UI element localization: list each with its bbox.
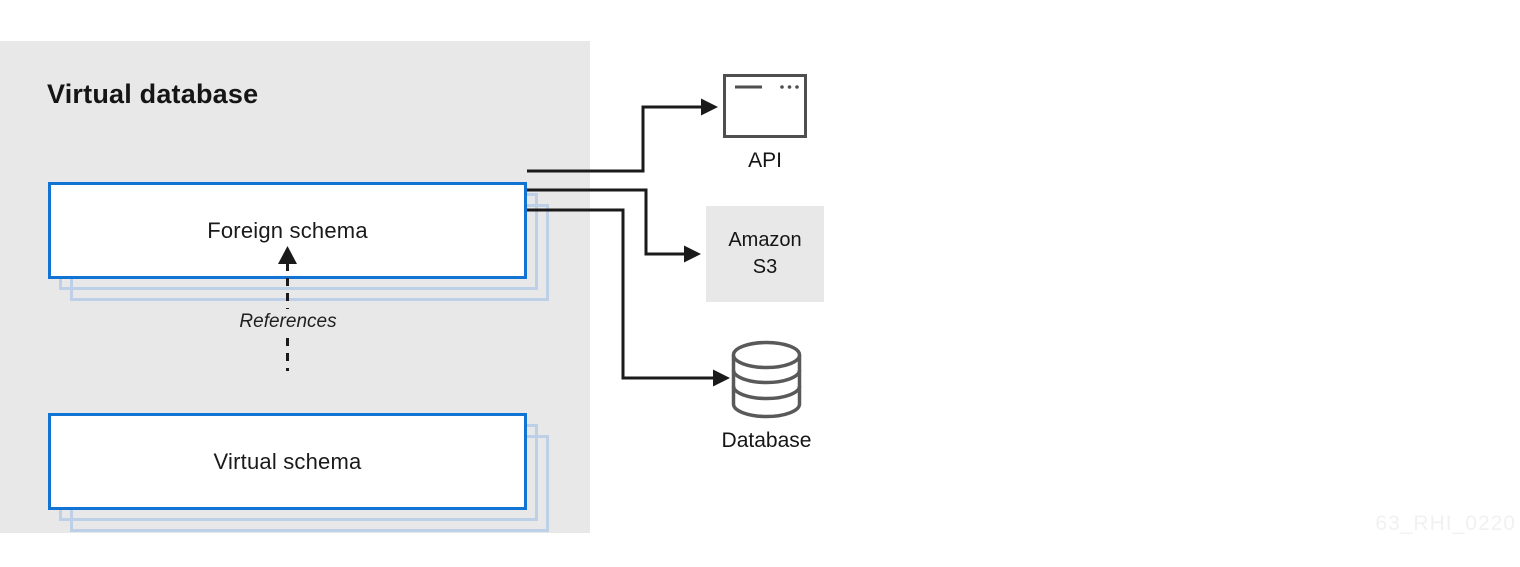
database-cylinder-icon [731, 340, 802, 419]
amazon-s3-box: Amazon S3 [706, 206, 824, 302]
foreign-schema-box: Foreign schema [48, 182, 527, 279]
database-label: Database [721, 429, 812, 452]
panel-title: Virtual database [47, 79, 259, 109]
api-label: API [748, 149, 782, 172]
amazon-s3-label-line1: Amazon [728, 229, 802, 251]
virtual-schema-box: Virtual schema [48, 413, 527, 510]
foreign-schema-label: Foreign schema [207, 217, 368, 243]
virtual-schema-label: Virtual schema [213, 448, 362, 474]
watermark-text: 63_RHI_0220 [1375, 512, 1516, 535]
amazon-s3-label-line2: S3 [752, 256, 778, 278]
references-label: References [231, 309, 345, 335]
browser-window-icon [723, 74, 807, 138]
virtual-database-panel: Foreign schema Virtual schema [0, 41, 590, 533]
